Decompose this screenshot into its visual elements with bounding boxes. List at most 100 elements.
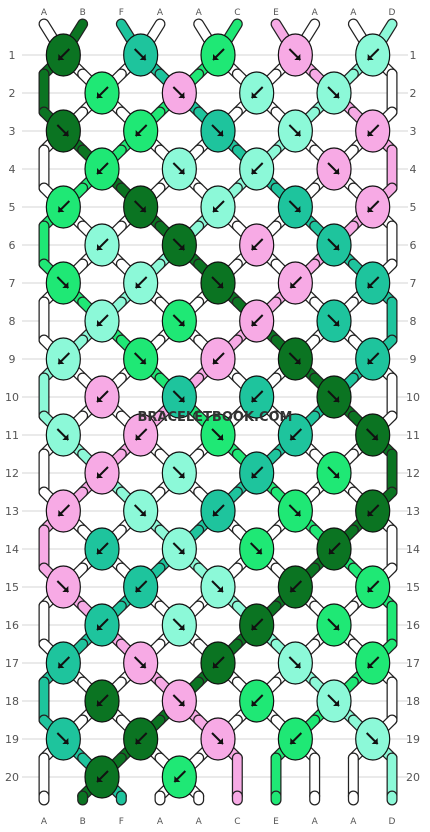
string-label-bottom: C	[234, 817, 240, 827]
row-number-left: 1	[9, 49, 16, 62]
arrow-head-icon	[251, 244, 258, 250]
arrow-head-icon	[333, 92, 340, 98]
arrow-head-icon	[135, 738, 142, 744]
arrow-head-icon	[217, 282, 224, 288]
arrow-head-icon	[367, 510, 374, 516]
arrow-head-icon	[333, 472, 340, 478]
row-number-right: 10	[406, 391, 420, 404]
string-label-top: B	[80, 8, 86, 18]
arrow-head-icon	[255, 548, 262, 554]
string-label-bottom: A	[312, 817, 319, 827]
row-number-left: 12	[5, 467, 19, 480]
arrow-head-icon	[251, 92, 258, 98]
row-number-right: 19	[406, 733, 420, 746]
arrow-head-icon	[139, 206, 146, 212]
arrow-head-icon	[178, 92, 185, 98]
arrow-head-icon	[213, 206, 220, 212]
arrow-head-icon	[290, 738, 297, 744]
row-number-left: 5	[9, 201, 16, 214]
row-number-right: 17	[406, 657, 420, 670]
arrow-head-icon	[333, 244, 340, 250]
row-number-left: 2	[9, 87, 16, 100]
arrow-head-icon	[367, 54, 374, 60]
row-number-left: 16	[5, 619, 19, 632]
arrow-head-icon	[178, 244, 185, 250]
arrow-head-icon	[97, 472, 104, 478]
arrow-head-icon	[97, 92, 104, 98]
string-label-top: A	[41, 8, 48, 18]
arrow-head-icon	[213, 662, 220, 668]
arrow-head-icon	[62, 130, 69, 136]
arrow-head-icon	[333, 624, 340, 630]
string-label-top: A	[196, 8, 203, 18]
row-number-right: 15	[406, 581, 420, 594]
string-label-bottom: A	[350, 817, 357, 827]
string-label-top: F	[119, 8, 124, 18]
arrow-head-icon	[367, 282, 374, 288]
row-number-right: 1	[410, 49, 417, 62]
arrow-head-icon	[217, 738, 224, 744]
row-number-right: 20	[406, 771, 420, 784]
arrow-head-icon	[178, 700, 185, 706]
arrow-head-icon	[290, 282, 297, 288]
arrow-head-icon	[371, 738, 378, 744]
arrow-head-icon	[217, 586, 224, 592]
arrow-head-icon	[367, 662, 374, 668]
row-number-right: 11	[406, 429, 420, 442]
arrow-head-icon	[251, 624, 258, 630]
row-number-right: 6	[410, 239, 417, 252]
arrow-head-icon	[251, 396, 258, 402]
arrow-head-icon	[135, 434, 142, 440]
arrow-head-icon	[217, 434, 224, 440]
row-number-left: 10	[5, 391, 19, 404]
arrow-head-icon	[174, 776, 181, 782]
arrow-head-icon	[178, 548, 185, 554]
arrow-head-icon	[97, 396, 104, 402]
arrow-head-icon	[178, 396, 185, 402]
arrow-head-icon	[294, 358, 301, 364]
row-number-left: 3	[9, 125, 16, 138]
watermark-text: BRACELETBOOK.COM	[138, 410, 293, 425]
row-number-right: 13	[406, 505, 420, 518]
row-number-left: 18	[5, 695, 19, 708]
arrow-head-icon	[62, 586, 69, 592]
arrow-head-icon	[294, 662, 301, 668]
row-number-left: 7	[9, 277, 16, 290]
row-number-right: 3	[410, 125, 417, 138]
arrow-head-icon	[58, 358, 65, 364]
knots	[45, 33, 391, 799]
arrow-head-icon	[62, 434, 69, 440]
row-number-left: 20	[5, 771, 19, 784]
string-label-top: A	[350, 8, 357, 18]
arrow-head-icon	[213, 358, 220, 364]
row-number-right: 14	[406, 543, 420, 556]
arrow-head-icon	[251, 168, 258, 174]
row-number-left: 6	[9, 239, 16, 252]
arrow-head-icon	[139, 662, 146, 668]
arrow-head-icon	[213, 54, 220, 60]
row-number-left: 15	[5, 581, 19, 594]
arrow-head-icon	[294, 510, 301, 516]
row-number-right: 9	[410, 353, 417, 366]
arrow-head-icon	[135, 282, 142, 288]
row-number-left: 13	[5, 505, 19, 518]
arrow-head-icon	[97, 776, 104, 782]
row-number-right: 12	[406, 467, 420, 480]
string-label-top: C	[234, 8, 240, 18]
arrow-head-icon	[251, 320, 258, 326]
arrow-head-icon	[333, 700, 340, 706]
row-number-left: 9	[9, 353, 16, 366]
string-label-top: D	[389, 8, 396, 18]
row-number-left: 4	[9, 163, 16, 176]
arrow-head-icon	[135, 586, 142, 592]
arrow-head-icon	[97, 700, 104, 706]
arrow-head-icon	[178, 624, 185, 630]
arrow-head-icon	[58, 662, 65, 668]
arrow-head-icon	[290, 434, 297, 440]
arrow-head-icon	[251, 700, 258, 706]
arrow-head-icon	[251, 472, 258, 478]
arrow-head-icon	[367, 586, 374, 592]
arrow-head-icon	[371, 434, 378, 440]
